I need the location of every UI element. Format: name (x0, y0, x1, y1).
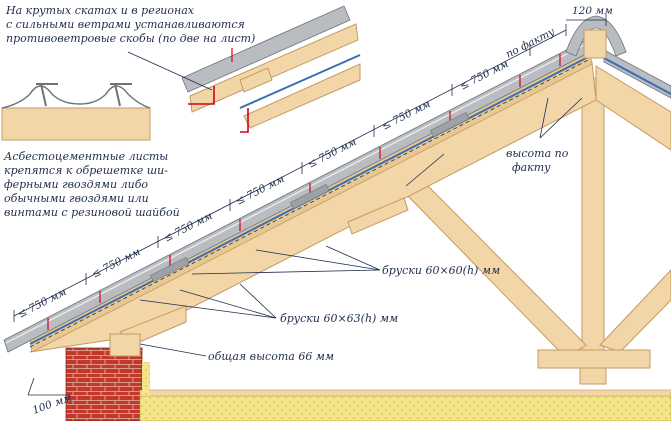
nail-left (36, 83, 58, 107)
leader-lines (27, 51, 583, 396)
profile-board (1, 107, 151, 141)
right-strut (599, 269, 671, 353)
rafter-block (347, 197, 409, 235)
fastening-note-line-2: крепятся к обрешетке ши- (4, 164, 168, 177)
batten-60x60-label: бруски 60×60(h) мм (382, 264, 500, 277)
fastening-note-line-3: ферными гвоздями либо (4, 178, 148, 191)
wall-insulation (142, 362, 150, 396)
as-built-label: по факту (504, 25, 558, 60)
king-post (581, 77, 605, 363)
profile-wave (1, 85, 151, 109)
height-as-built-line-2: факту (512, 161, 551, 174)
inset-batten (189, 23, 359, 113)
wind-bracket (188, 86, 249, 133)
height-as-built-line-1: высота по (506, 147, 569, 160)
fasteners (47, 54, 561, 330)
annotations: На крутых скатах и в регионах с сильными… (3, 4, 569, 417)
ceiling (139, 362, 671, 422)
inset-block (239, 67, 273, 93)
nail-profile-inset (1, 83, 151, 141)
nail-right (110, 83, 132, 107)
wind-note-line-3: противоветровые скобы (по две на лист) (6, 32, 255, 45)
sheet-overlaps (149, 111, 470, 283)
wind-note-line-1: На крутых скатах и в регионах (5, 4, 195, 17)
fastening-note-line-1: Асбестоцементные листы (3, 150, 168, 163)
ridge-board (583, 29, 607, 59)
floor-board (139, 389, 671, 397)
fastening-note-line-4: обычными гвоздями или (4, 192, 149, 205)
wind-note-line-2: с сильными ветрами устанавливаются (6, 18, 245, 31)
batten-60x63-label: бруски 60×63(h) мм (280, 312, 398, 325)
tie-beam (537, 349, 651, 369)
bottom-plate (579, 367, 607, 385)
total-height-label: общая высота 66 мм (208, 350, 334, 363)
insulation-layer (139, 395, 671, 422)
mauerlat (109, 333, 141, 357)
fastening-note-line-5: винтами с резиновой шайбой (4, 206, 180, 219)
dimension-line (13, 14, 607, 322)
right-rafter (595, 65, 671, 151)
inset-sheet (181, 5, 351, 93)
wind-bracket-inset (180, 0, 362, 133)
brick-wall (65, 347, 143, 422)
ridge-width-label: 120 мм (572, 5, 613, 17)
